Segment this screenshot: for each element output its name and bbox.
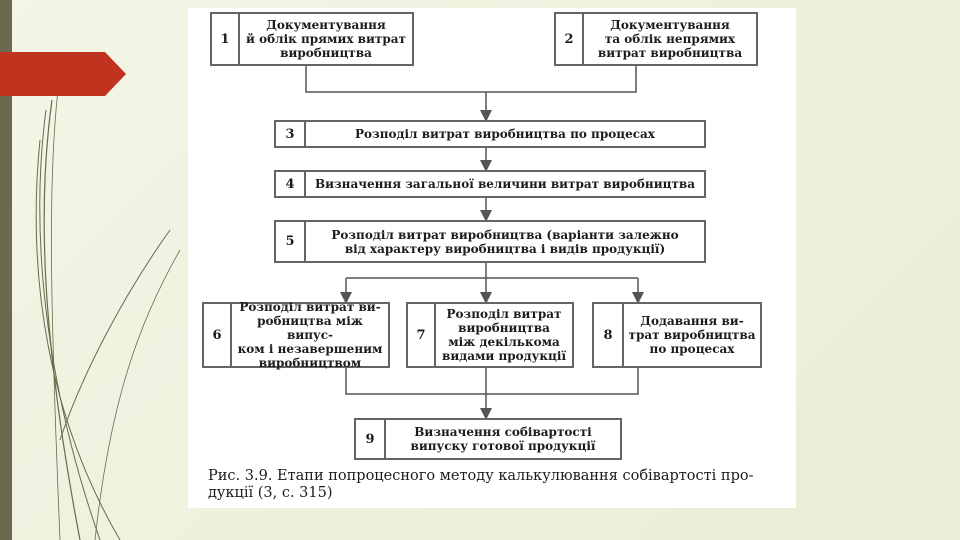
flow-box-text: Документування та облік непрямих витрат …: [597, 18, 743, 60]
flow-box-text: Розподіл витрат виробництва (варіанти за…: [331, 227, 679, 256]
connector-1-2: [305, 66, 637, 93]
flow-box-text: Визначення загальної величини витрат вир…: [314, 177, 696, 191]
flow-box-number: 4: [276, 172, 306, 196]
left-accent-bar: [0, 0, 12, 540]
decorative-curves: [35, 89, 181, 540]
flow-box-text: Документування й облік прямих витрат вир…: [246, 18, 406, 60]
flow-box-2: 2 Документування та облік непрямих витра…: [554, 12, 758, 66]
flow-box-3: 3 Розподіл витрат виробництва по процеса…: [274, 120, 706, 148]
flow-box-1: 1 Документування й облік прямих витрат в…: [210, 12, 414, 66]
flow-box-text: Визначення собівартості випуску готової …: [410, 425, 596, 453]
flow-box-number: 1: [212, 14, 240, 64]
flowchart-image: 1 Документування й облік прямих витрат в…: [188, 8, 796, 508]
flow-box-number: 5: [276, 222, 306, 261]
flow-box-number: 8: [594, 304, 624, 366]
flow-box-number: 3: [276, 122, 306, 146]
flow-box-9: 9 Визначення собівартості випуску готово…: [354, 418, 622, 460]
figure-caption: Рис. 3.9. Етапи попроцесного методу каль…: [208, 468, 754, 501]
flow-box-number: 2: [556, 14, 584, 64]
flowchart-connectors: [305, 66, 644, 420]
flow-box-6: 6 Розподіл витрат ви- робництва між випу…: [202, 300, 390, 370]
flow-box-number: 6: [204, 304, 232, 366]
flow-box-number: 7: [408, 304, 436, 366]
flow-box-text: Розподіл витрат ви- робництва між випус-…: [237, 300, 383, 370]
red-arrow-icon: [0, 52, 126, 96]
connector-join: [345, 368, 639, 395]
flow-box-7: 7 Розподіл витрат виробництва між декіль…: [406, 302, 574, 368]
flow-box-5: 5 Розподіл витрат виробництва (варіанти …: [274, 220, 706, 263]
flow-box-number: 9: [356, 420, 386, 458]
flow-box-4: 4 Визначення загальної величини витрат в…: [274, 170, 706, 198]
flow-box-text: Розподіл витрат виробництва між декілько…: [441, 307, 567, 363]
flow-box-text: Розподіл витрат виробництва по процесах: [355, 127, 655, 141]
flow-box-8: 8 Додавання ви- трат виробництва по проц…: [592, 302, 762, 368]
flow-box-text: Додавання ви- трат виробництва по процес…: [628, 314, 756, 356]
